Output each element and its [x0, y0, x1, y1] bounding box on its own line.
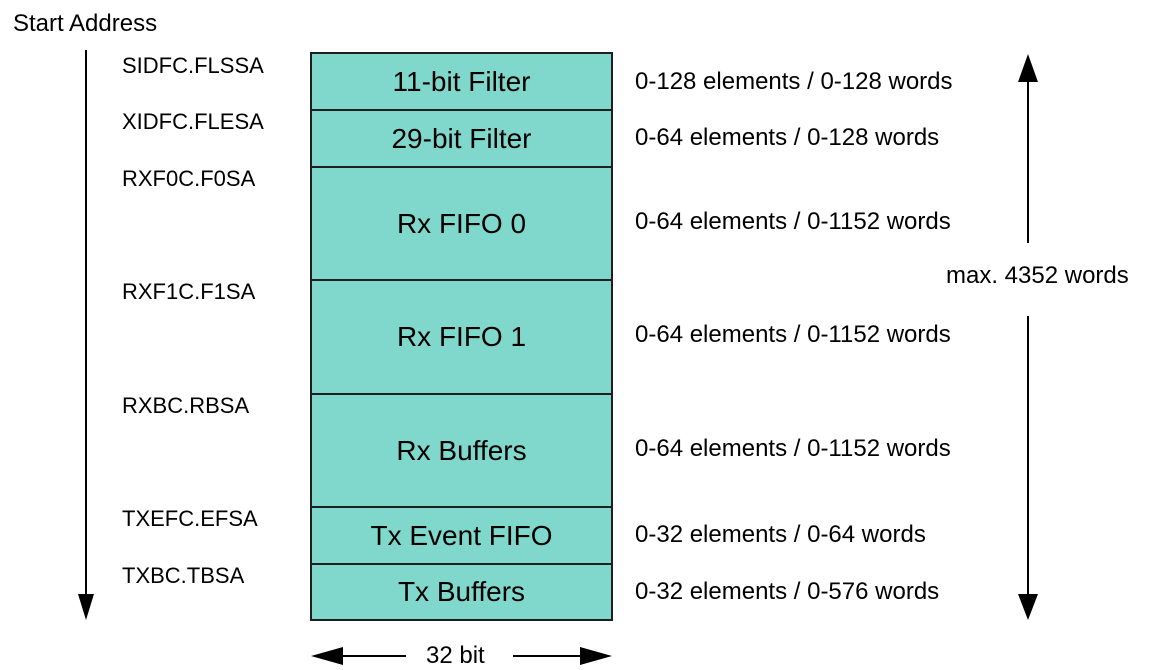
address-label-txbc: TXBC.TBSA [122, 563, 245, 588]
address-label-sidfc: SIDFC.FLSSA [122, 53, 264, 78]
block-label: Tx Buffers [397, 576, 526, 607]
block-label: Rx FIFO 0 [396, 207, 527, 239]
block-11bit-filter: 11-bit Filter [310, 52, 613, 111]
block-tx-buffers: Tx Buffers [310, 563, 613, 621]
size-desc-rx-fifo-1: 0-64 elements / 0-1152 words [635, 321, 951, 348]
block-label: Rx FIFO 1 [396, 321, 527, 352]
start-address-title: Start Address [13, 10, 158, 37]
address-label-rxf0c: RXF0C.F0SA [122, 166, 256, 191]
address-label-rxbc: RXBC.RBSA [122, 393, 250, 418]
width-arrow-left [311, 647, 406, 665]
word-width-label: 32 bit [426, 642, 485, 669]
block-label: 29-bit Filter [391, 122, 532, 154]
size-desc-rx-fifo-0: 0-64 elements / 0-1152 words [635, 208, 951, 235]
address-direction-arrow [78, 50, 94, 620]
block-rx-fifo-0: Rx FIFO 0 [310, 166, 613, 281]
width-arrow-right [513, 647, 612, 665]
size-desc-tx-event-fifo: 0-32 elements / 0-64 words [635, 521, 926, 548]
block-label: 11-bit Filter [392, 65, 531, 97]
size-desc-rx-buffers: 0-64 elements / 0-1152 words [635, 435, 951, 462]
block-label: Rx Buffers [396, 434, 527, 466]
block-tx-event-fifo: Tx Event FIFO [310, 506, 613, 565]
address-label-xidfc: XIDFC.FLESA [122, 109, 264, 134]
size-desc-11bit-filter: 0-128 elements / 0-128 words [635, 68, 953, 95]
block-rx-buffers: Rx Buffers [310, 393, 613, 508]
address-label-rxf1c: RXF1C.F1SA [122, 279, 256, 304]
total-size-label: max. 4352 words [946, 262, 1129, 289]
block-label: Tx Event FIFO [370, 519, 553, 551]
size-desc-29bit-filter: 0-64 elements / 0-128 words [635, 124, 940, 151]
block-29bit-filter: 29-bit Filter [310, 109, 613, 168]
address-label-txefc: TXEFC.EFSA [122, 506, 258, 531]
size-desc-tx-buffers: 0-32 elements / 0-576 words [635, 578, 940, 605]
block-rx-fifo-1: Rx FIFO 1 [310, 279, 613, 395]
total-size-arrow-down [1018, 316, 1038, 620]
total-size-arrow-up [1018, 54, 1038, 243]
